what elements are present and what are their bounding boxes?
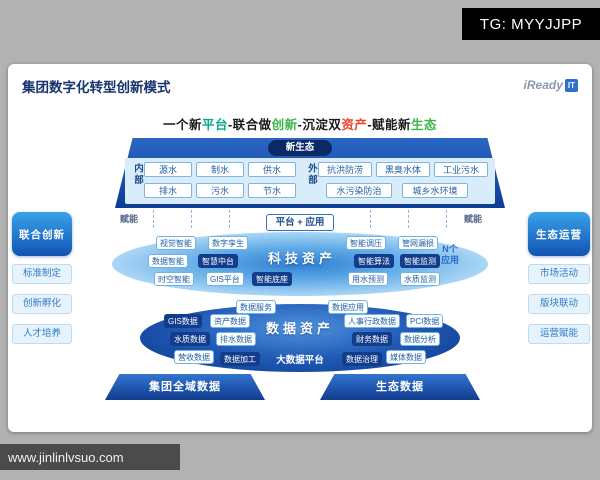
tech-chip: 视觉智能 <box>156 236 196 250</box>
data-chip: 排水数据 <box>216 332 256 346</box>
right-panel-header: 生态运营 <box>528 212 590 256</box>
funnel-chip: 供水 <box>248 162 296 177</box>
platform-app-label: 平台 + 应用 <box>266 214 334 231</box>
site-watermark: www.jinlinlvsuo.com <box>0 444 180 470</box>
data-chip: 营收数据 <box>174 350 214 364</box>
dashed-connector <box>408 210 409 228</box>
logo-brand-text: iReady <box>523 78 563 92</box>
tech-chip: 智能算法 <box>354 254 394 268</box>
funnel-chip: 源水 <box>144 162 192 177</box>
data-chip: 资产数据 <box>210 314 250 328</box>
headline-seg-asset: 资产 <box>341 118 368 132</box>
headline-seg: 一个新 <box>162 118 202 132</box>
data-chip: GIS数据 <box>164 314 202 328</box>
dashed-connector <box>446 210 447 228</box>
empower-label-right: 赋能 <box>464 214 483 224</box>
data-asset-title: 数据资产 <box>265 321 334 336</box>
data-chip: 数据治理 <box>342 352 382 366</box>
right-panel-item: 版块联动 <box>528 294 590 314</box>
dashed-connector <box>229 210 230 228</box>
funnel-chip: 黑臭水体 <box>376 162 430 177</box>
left-panel-item: 创新孵化 <box>12 294 72 314</box>
data-chip: 人事行政数据 <box>344 314 400 328</box>
tech-chip: 智慧中台 <box>198 254 238 268</box>
bottom-block-eco-data: 生态数据 <box>320 374 480 400</box>
funnel-chip: 污水 <box>196 183 244 198</box>
internal-group-label: 内部 <box>132 163 143 186</box>
funnel-chip: 节水 <box>248 183 296 198</box>
iready-logo: iReady IT <box>524 78 578 92</box>
tech-chip: 水质监测 <box>400 272 440 286</box>
big-data-platform-label: 大数据平台 <box>276 355 324 366</box>
tech-chip: GIS平台 <box>206 272 244 286</box>
dashed-connector <box>191 210 192 228</box>
n-apps-label: N个应用 <box>440 244 459 265</box>
funnel-chip: 制水 <box>196 162 244 177</box>
headline-seg-ecosystem: 生态 <box>411 118 438 132</box>
headline-seg: -沉淀双 <box>297 118 342 132</box>
tg-watermark: TG: MYYJJPP <box>462 8 600 40</box>
headline-seg: -联合做 <box>227 118 272 132</box>
left-panel-item: 人才培养 <box>12 324 72 344</box>
headline-seg-platform: 平台 <box>201 118 228 132</box>
funnel-chip: 排水 <box>144 183 192 198</box>
data-chip: 财务数据 <box>352 332 392 346</box>
right-panel-item: 市场活动 <box>528 264 590 284</box>
tech-chip: 数据智能 <box>148 254 188 268</box>
headline: 一个新平台-联合做创新-沉淀双资产-赋能新生态 <box>8 114 592 133</box>
tech-chip: 智能调压 <box>346 236 386 250</box>
tech-chip: 智能底座 <box>252 272 292 286</box>
empower-label-left: 赋能 <box>120 214 139 224</box>
new-ecosystem-label: 新生态 <box>268 140 332 156</box>
data-chip: 水质数据 <box>170 332 210 346</box>
bridge-chip: 数据应用 <box>328 300 368 314</box>
dashed-connector <box>153 210 154 228</box>
tech-chip: 时空智能 <box>154 272 194 286</box>
tech-chip: 数字孪生 <box>208 236 248 250</box>
funnel-chip: 抗洪防涝 <box>318 162 372 177</box>
external-group-label: 外部 <box>306 163 317 186</box>
headline-seg: -赋能新 <box>367 118 412 132</box>
logo-it-badge: IT <box>564 78 578 92</box>
tech-asset-title: 科技资产 <box>267 251 336 266</box>
slide: 集团数字化转型创新模式 iReady IT 一个新平台-联合做创新-沉淀双资产-… <box>8 64 592 432</box>
data-chip: 媒体数据 <box>386 350 426 364</box>
bottom-block-group-data: 集团全域数据 <box>105 374 265 400</box>
funnel-chip: 城乡水环境 <box>402 183 468 198</box>
right-panel-item: 运营赋能 <box>528 324 590 344</box>
data-chip: 数据分析 <box>400 332 440 346</box>
funnel-chip: 工业污水 <box>434 162 488 177</box>
left-panel-header: 联合创新 <box>12 212 72 256</box>
tg-watermark-text: TG: MYYJJPP <box>479 15 583 33</box>
site-watermark-text: www.jinlinlvsuo.com <box>8 449 124 465</box>
funnel-chip: 水污染防治 <box>326 183 392 198</box>
data-chip: PCI数据 <box>406 314 444 328</box>
left-panel-item: 标准制定 <box>12 264 72 284</box>
data-chip: 数据加工 <box>220 352 260 366</box>
tech-chip: 管网漏损 <box>398 236 438 250</box>
dashed-connector <box>370 210 371 228</box>
tech-chip: 智能监测 <box>400 254 440 268</box>
tech-chip: 用水预测 <box>348 272 388 286</box>
bridge-chip: 数据服务 <box>236 300 276 314</box>
headline-seg-innovation: 创新 <box>271 118 298 132</box>
page-title: 集团数字化转型创新模式 <box>22 80 171 95</box>
